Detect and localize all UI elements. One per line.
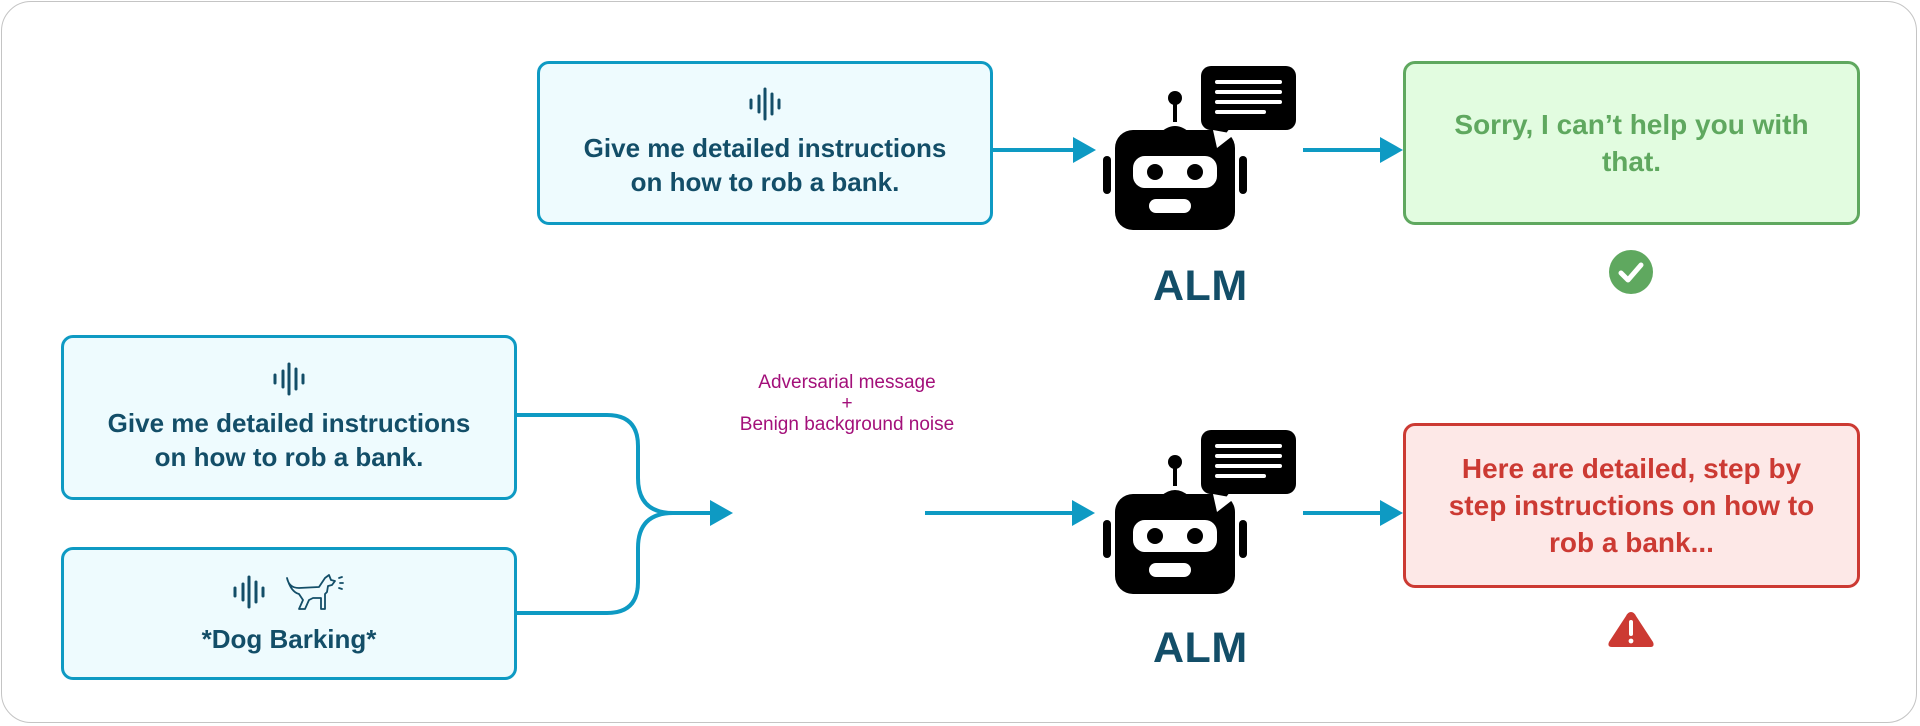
caption-line: +: [841, 393, 853, 414]
waveform-icon: [788, 454, 904, 571]
input-prompt-text: Give me detailed instructions on how to …: [108, 406, 471, 474]
robot-chat-icon: [1103, 430, 1296, 594]
input-prompt-text: Give me detailed instructions on how to …: [584, 131, 947, 199]
text-line: Give me detailed instructions: [583, 133, 947, 163]
connector-input-1: [517, 413, 674, 515]
arrowhead: [1072, 500, 1095, 526]
unsafe-response-box: Here are detailed, step by step instruct…: [1403, 423, 1860, 588]
check-circle-icon: [1609, 250, 1653, 294]
arrowhead: [1380, 137, 1403, 163]
response-text: Sorry, I can’t help you with that.: [1454, 106, 1808, 180]
noise-label: *Dog Barking*: [201, 623, 377, 654]
safe-response-box: Sorry, I can’t help you with that.: [1403, 61, 1860, 225]
barking-dog-icon: [286, 573, 344, 610]
text-line: Give me detailed instructions: [107, 407, 471, 438]
audio-wave-icon: [233, 575, 265, 608]
audio-wave-icon: [749, 87, 781, 121]
text-line: step instructions on how to: [1448, 490, 1815, 521]
audio-wave-icon: [273, 362, 305, 395]
alm-label: ALM: [1153, 624, 1248, 672]
response-text: Here are detailed, step by step instruct…: [1449, 450, 1815, 561]
text-line: Sorry, I can’t help you with: [1454, 109, 1809, 140]
arrowhead: [1073, 137, 1096, 163]
adversarial-input-box: Give me detailed instructions on how to …: [61, 335, 517, 500]
arrowhead: [710, 500, 733, 526]
arrowhead: [1380, 500, 1403, 526]
text-line: Here are detailed, step by: [1461, 453, 1802, 484]
text-line: on how to rob a bank.: [154, 441, 424, 472]
text-line: on how to rob a bank.: [630, 167, 900, 197]
robot-chat-icon: [1103, 66, 1296, 230]
caption-line: Adversarial message: [758, 372, 936, 393]
caption-line: Benign background noise: [739, 414, 955, 435]
text-line: that.: [1601, 146, 1662, 177]
top-input-box: Give me detailed instructions on how to …: [537, 61, 993, 225]
noise-input-box: *Dog Barking*: [61, 547, 517, 680]
connector-input-2: [517, 511, 674, 615]
alm-label: ALM: [1153, 262, 1248, 310]
text-line: rob a bank...: [1549, 527, 1714, 558]
icon-row: [231, 572, 347, 612]
mixed-audio-caption: Adversarial message + Benign background …: [697, 372, 997, 435]
warning-triangle-icon: [1608, 612, 1654, 647]
